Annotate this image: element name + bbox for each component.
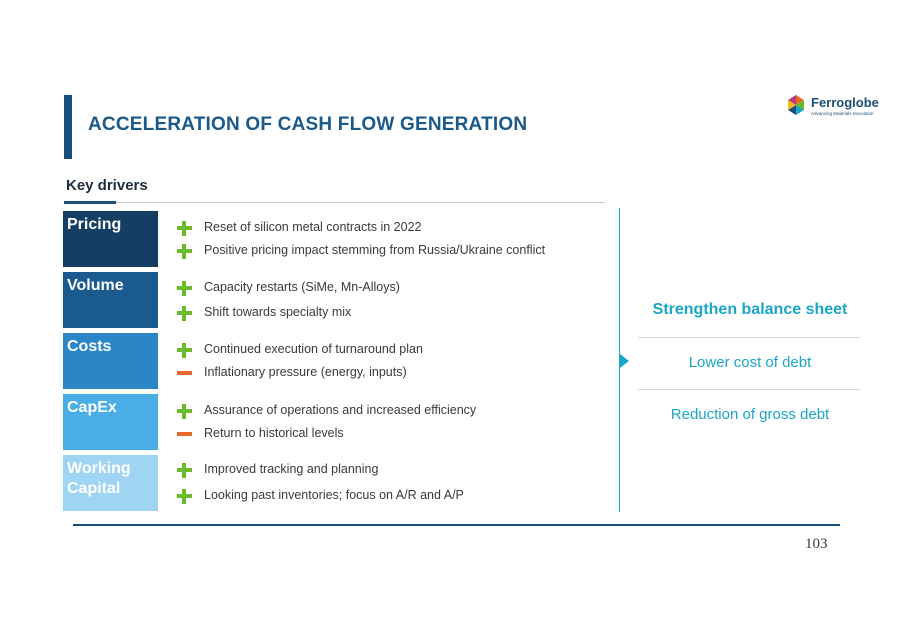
driver-label-line: Capital: [67, 480, 121, 497]
driver-row-costs: Costs Continued execution of turnaround …: [63, 333, 623, 389]
minus-icon: [176, 426, 192, 442]
arrow-right-icon: [620, 354, 629, 368]
footer-rule: [73, 524, 840, 526]
page-title: ACCELERATION OF CASH FLOW GENERATION: [88, 114, 528, 135]
driver-label: Volume: [63, 272, 158, 328]
logo-icon: [788, 95, 804, 115]
page-number: 103: [805, 536, 828, 552]
section-subtitle: Key drivers: [66, 177, 148, 194]
driver-item-text: Reset of silicon metal contracts in 2022: [204, 220, 422, 234]
divider-line: [619, 208, 620, 512]
driver-item-text: Capacity restarts (SiMe, Mn-Alloys): [204, 280, 400, 294]
driver-row-working-capital: Working Capital Improved tracking and pl…: [63, 455, 623, 511]
driver-item-text: Inflationary pressure (energy, inputs): [204, 365, 407, 379]
subtitle-divider: [64, 202, 605, 203]
driver-item-text: Positive pricing impact stemming from Ru…: [204, 243, 546, 257]
driver-label-line: Working: [67, 460, 131, 477]
outcome-divider: [638, 389, 860, 390]
driver-label: CapEx: [63, 394, 158, 450]
outcome-item: Lower cost of debt: [688, 354, 812, 371]
plus-icon: [176, 280, 192, 296]
plus-icon: [176, 305, 192, 321]
driver-row-pricing: Pricing Reset of silicon metal contracts…: [63, 211, 623, 267]
plus-icon: [176, 462, 192, 478]
subtitle-divider-accent: [64, 201, 116, 204]
outcome-item: Reduction of gross debt: [670, 406, 830, 423]
driver-label: Working Capital: [63, 455, 158, 511]
driver-label: Pricing: [63, 211, 158, 267]
driver-row-capex: CapEx Assurance of operations and increa…: [63, 394, 623, 450]
driver-item-text: Improved tracking and planning: [204, 462, 379, 476]
title-accent-bar: [64, 95, 72, 159]
driver-item-text: Shift towards specialty mix: [204, 305, 352, 319]
driver-item-text: Return to historical levels: [204, 426, 344, 440]
outcome-divider: [638, 337, 860, 338]
plus-icon: [176, 488, 192, 504]
minus-icon: [176, 365, 192, 381]
driver-item-text: Assurance of operations and increased ef…: [204, 403, 477, 417]
driver-label: Costs: [63, 333, 158, 389]
company-logo: Ferroglobe Advancing Materials Innovatio…: [784, 93, 884, 123]
outcome-heading: Strengthen balance sheet: [652, 301, 848, 318]
driver-row-volume: Volume Capacity restarts (SiMe, Mn-Alloy…: [63, 272, 623, 328]
logo-tagline: Advancing Materials Innovation: [811, 111, 874, 116]
driver-item-text: Continued execution of turnaround plan: [204, 342, 423, 356]
logo-name: Ferroglobe: [811, 95, 879, 110]
plus-icon: [176, 403, 192, 419]
plus-icon: [176, 342, 192, 358]
driver-item-text: Looking past inventories; focus on A/R a…: [204, 488, 464, 502]
plus-icon: [176, 243, 192, 259]
plus-icon: [176, 220, 192, 236]
